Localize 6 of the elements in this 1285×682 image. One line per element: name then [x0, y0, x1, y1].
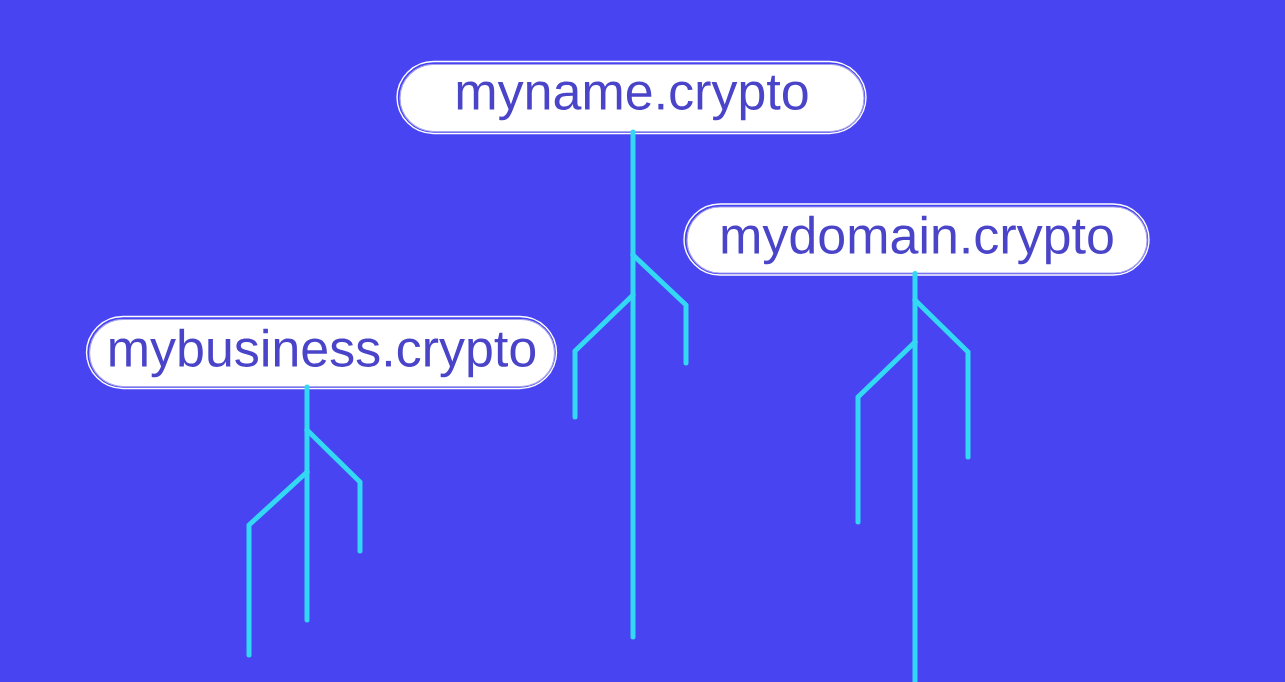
domain-pill: myname.crypto [396, 60, 867, 135]
domain-pill: mydomain.crypto [683, 203, 1150, 276]
domain-pill: mybusiness.crypto [85, 315, 558, 390]
root-line [304, 384, 310, 623]
root-line [630, 129, 636, 640]
root-line [912, 271, 918, 682]
